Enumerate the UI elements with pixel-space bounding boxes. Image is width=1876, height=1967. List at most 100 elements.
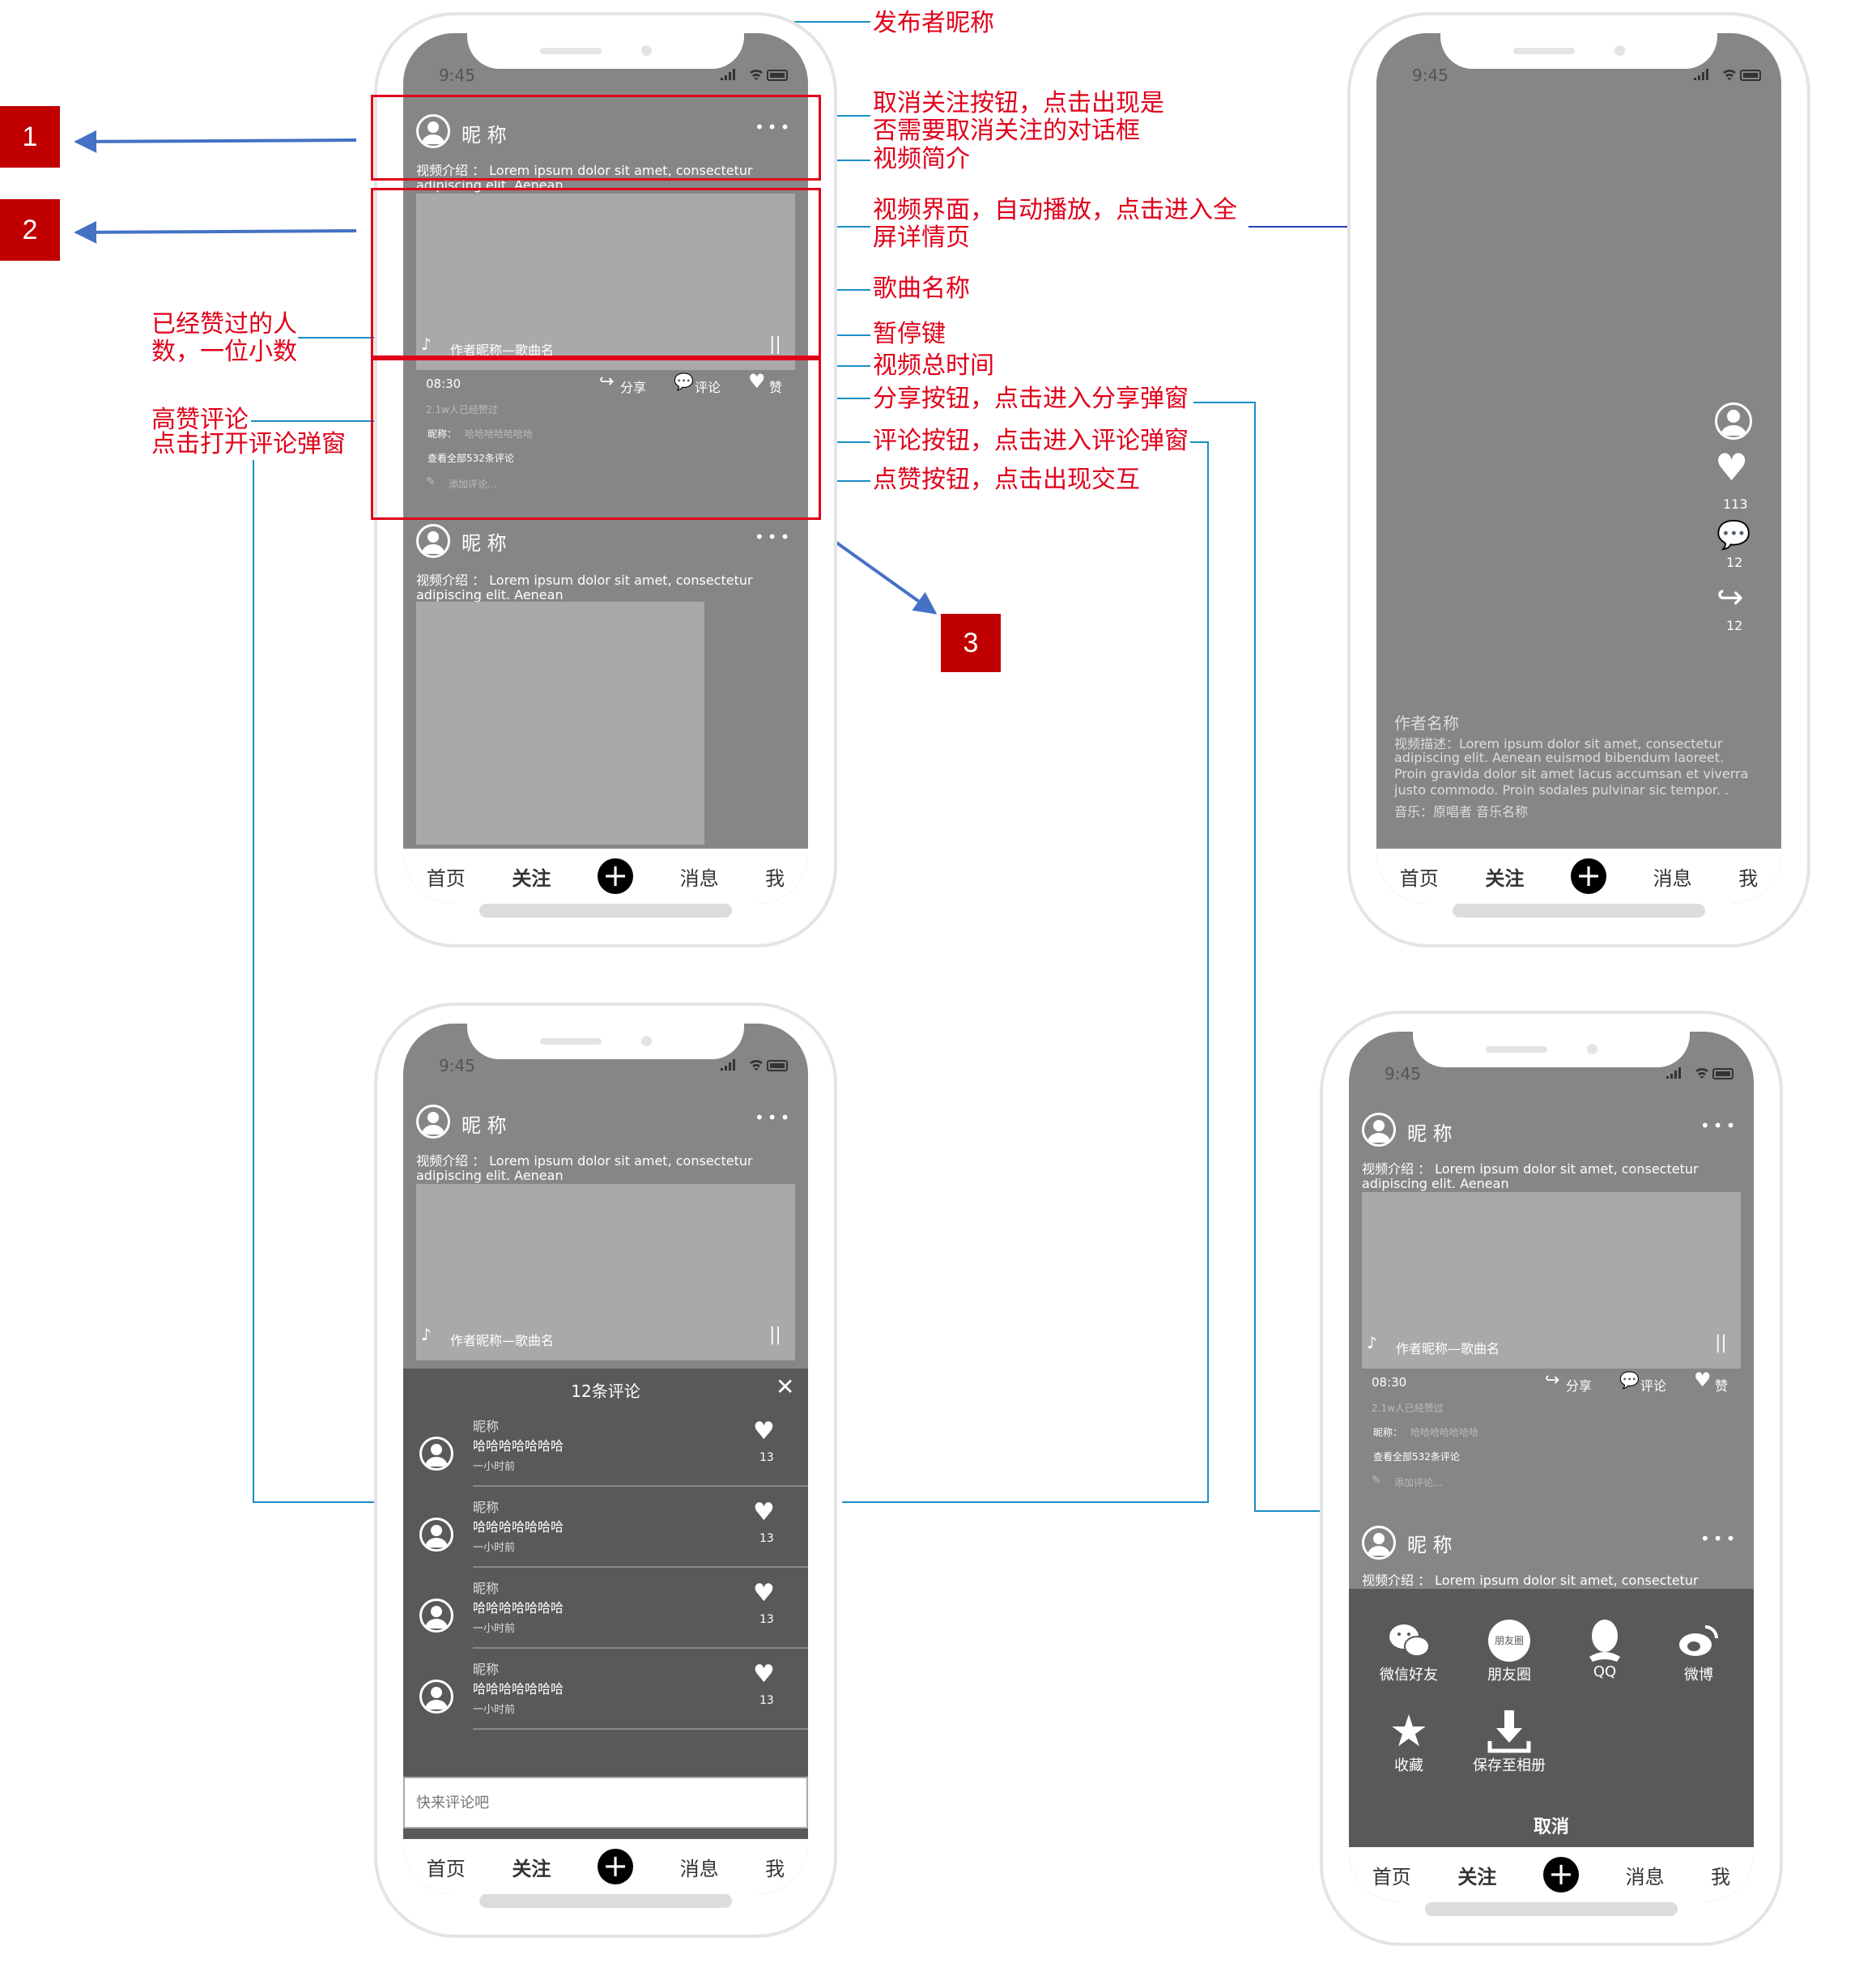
nav-messages[interactable]: 消息 (679, 866, 719, 890)
heart-icon[interactable]: ♥ (748, 370, 766, 393)
nickname[interactable]: 昵 称 (462, 1114, 507, 1137)
plus-icon[interactable]: + (1570, 858, 1606, 894)
share-qq[interactable]: QQ (1572, 1618, 1637, 1680)
more-button[interactable]: ••• (755, 1108, 793, 1127)
avatar[interactable] (419, 1680, 453, 1714)
favorite-button[interactable]: ★ 收藏 (1376, 1709, 1441, 1775)
save-to-album-button[interactable]: 保存至相册 (1461, 1709, 1558, 1775)
comment-icon[interactable]: 💬 (1716, 519, 1751, 551)
share-icon[interactable]: ↪ (599, 372, 615, 392)
pause-button[interactable]: || (769, 1325, 781, 1345)
top-comment-text[interactable]: 哈哈哈哈哈哈哈 (465, 428, 534, 440)
comment-user[interactable]: 昵称 (473, 1419, 500, 1434)
comment-item[interactable]: 昵称 哈哈哈哈哈哈哈 一小时前 ♥ 13 (403, 1649, 808, 1730)
comment-input[interactable] (403, 1777, 808, 1829)
comment-icon[interactable]: 💬 (1619, 1370, 1640, 1390)
comment-user[interactable]: 昵称 (473, 1662, 500, 1677)
nav-messages[interactable]: 消息 (1625, 1865, 1665, 1888)
nickname[interactable]: 昵 称 (462, 532, 507, 555)
add-comment[interactable]: 添加评论... (449, 479, 497, 490)
plus-icon[interactable]: + (1542, 1857, 1579, 1892)
avatar[interactable] (416, 1105, 450, 1139)
comment-item[interactable]: 昵称 哈哈哈哈哈哈哈 一小时前 ♥ 13 (403, 1487, 808, 1568)
heart-icon[interactable]: ♥ (753, 1660, 775, 1688)
nav-follow[interactable]: 关注 (1485, 866, 1525, 890)
avatar[interactable] (419, 1437, 453, 1471)
nav-messages[interactable]: 消息 (679, 1857, 719, 1880)
nav-me[interactable]: 我 (765, 866, 785, 890)
video-area[interactable] (416, 194, 795, 370)
nav-messages[interactable]: 消息 (1653, 866, 1692, 890)
avatar[interactable] (1362, 1113, 1396, 1147)
nav-follow[interactable]: 关注 (512, 1857, 551, 1880)
comment-icon[interactable]: 💬 (674, 372, 694, 391)
plus-icon[interactable]: + (597, 858, 633, 894)
comment-button[interactable]: 评论 (1640, 1378, 1667, 1394)
nickname[interactable]: 昵 称 (462, 124, 507, 147)
status-icons (1694, 69, 1761, 81)
share-icon[interactable]: ↪ (1545, 1370, 1560, 1390)
view-all-comments[interactable]: 查看全部532条评论 (1373, 1451, 1460, 1462)
heart-icon[interactable]: ♥ (1694, 1369, 1712, 1391)
like-button[interactable]: 赞 (1715, 1378, 1729, 1394)
heart-icon[interactable]: ♥ (753, 1417, 775, 1445)
nav-follow[interactable]: 关注 (512, 866, 551, 890)
author-name[interactable]: 作者名称 (1394, 713, 1459, 733)
share-wechat[interactable]: 微信好友 (1376, 1618, 1441, 1684)
song-name[interactable]: 作者昵称—歌曲名 (450, 1333, 555, 1348)
song-name[interactable]: 作者昵称—歌曲名 (1396, 1341, 1500, 1356)
avatar[interactable] (1362, 1526, 1396, 1560)
close-icon[interactable]: ✕ (776, 1373, 795, 1400)
nav-home[interactable]: 首页 (1372, 1865, 1411, 1888)
plus-icon[interactable]: + (597, 1849, 633, 1884)
more-button[interactable]: ••• (755, 527, 793, 547)
like-button[interactable]: 赞 (769, 380, 783, 395)
share-weibo[interactable]: 微博 (1666, 1618, 1731, 1684)
share-icon[interactable]: ↪ (1716, 579, 1744, 616)
song-name[interactable]: 作者昵称—歌曲名 (450, 343, 555, 358)
nav-me[interactable]: 我 (765, 1857, 785, 1880)
share-moments[interactable]: 朋友圈 朋友圈 (1477, 1618, 1542, 1684)
share-button[interactable]: 分享 (620, 380, 647, 395)
comment-item[interactable]: 昵称 哈哈哈哈哈哈哈 一小时前 ♥ 13 (403, 1568, 808, 1649)
video-area[interactable] (1362, 1192, 1741, 1369)
video-area[interactable] (416, 1184, 795, 1360)
nav-me[interactable]: 我 (1711, 1865, 1731, 1888)
top-comment-user[interactable]: 昵称： (428, 428, 457, 440)
avatar[interactable] (416, 114, 450, 148)
heart-icon[interactable]: ♥ (1715, 445, 1749, 489)
nav-home[interactable]: 首页 (426, 866, 466, 890)
comment-item[interactable]: 昵称 哈哈哈哈哈哈哈 一小时前 ♥ 13 (403, 1406, 808, 1487)
nav-follow[interactable]: 关注 (1457, 1865, 1497, 1888)
top-comment-text[interactable]: 哈哈哈哈哈哈哈 (1410, 1427, 1479, 1438)
intro-line-1: 视频介绍 ： Lorem ipsum dolor sit amet, conse… (416, 163, 753, 178)
nav-me[interactable]: 我 (1738, 866, 1759, 890)
music-info[interactable]: 音乐：原唱者 音乐名称 (1394, 804, 1529, 820)
cancel-button[interactable]: 取消 (1533, 1817, 1569, 1837)
comment-button[interactable]: 评论 (695, 380, 721, 395)
share-button[interactable]: 分享 (1566, 1378, 1593, 1394)
pause-button[interactable]: || (1715, 1333, 1727, 1353)
comment-user[interactable]: 昵称 (473, 1500, 500, 1515)
add-comment[interactable]: 添加评论... (1394, 1477, 1443, 1488)
more-button[interactable]: ••• (755, 117, 793, 137)
video-area[interactable] (416, 602, 704, 845)
view-all-comments[interactable]: 查看全部532条评论 (428, 453, 514, 464)
heart-icon[interactable]: ♥ (753, 1498, 775, 1526)
avatar[interactable] (419, 1599, 453, 1633)
avatar[interactable] (419, 1518, 453, 1552)
comment-user[interactable]: 昵称 (473, 1581, 500, 1596)
avatar[interactable] (416, 524, 450, 558)
more-button[interactable]: ••• (1700, 1529, 1739, 1548)
nickname[interactable]: 昵 称 (1407, 1534, 1453, 1556)
heart-icon[interactable]: ♥ (753, 1579, 775, 1607)
pause-button[interactable]: || (769, 334, 781, 355)
ann-pause: 暂停键 (873, 320, 946, 348)
more-button[interactable]: ••• (1700, 1116, 1739, 1135)
nav-home[interactable]: 首页 (1399, 866, 1439, 890)
nickname[interactable]: 昵 称 (1407, 1122, 1453, 1145)
top-comment-user[interactable]: 昵称： (1373, 1427, 1403, 1438)
nav-home[interactable]: 首页 (426, 1857, 466, 1880)
avatar[interactable] (1715, 402, 1752, 440)
screen-fullscreen[interactable]: 9:45 ♥ 113 💬 12 ↪ 12 作者名称 视频描述：Lorem ips… (1376, 33, 1781, 904)
